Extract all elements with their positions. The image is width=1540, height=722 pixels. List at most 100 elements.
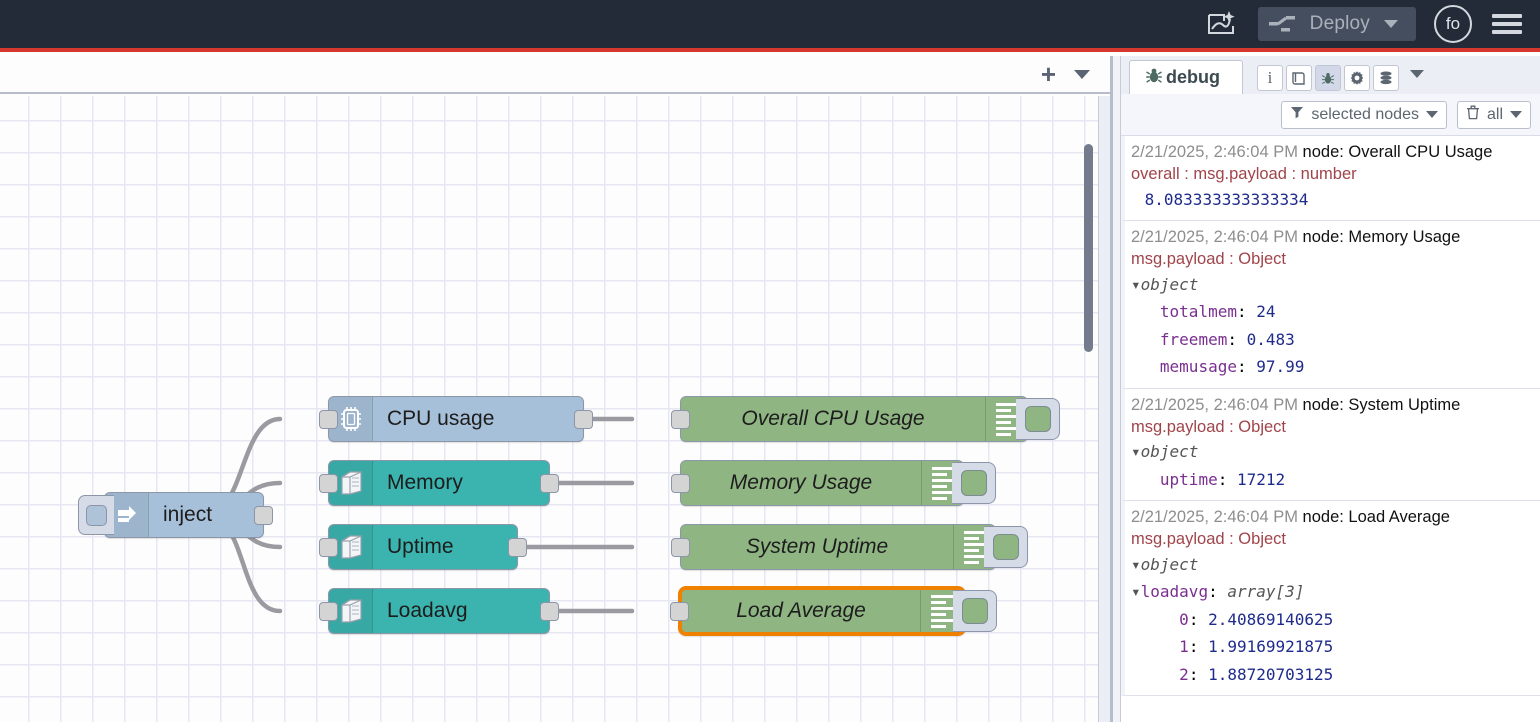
debug-payload: ▾object ▾loadavg: array[3] 0: 2.408691406… bbox=[1131, 551, 1537, 689]
debug-source-node[interactable]: node: Overall CPU Usage bbox=[1302, 143, 1493, 161]
debug-sidebar: debug i bbox=[1110, 56, 1540, 722]
debug-message-header: 2/21/2025, 2:46:04 PM node: Memory Usage bbox=[1131, 226, 1537, 248]
canvas-vertical-scrollbar[interactable] bbox=[1084, 144, 1093, 352]
debug-payload: ▾object totalmem: 24 freemem: 0.483 memu… bbox=[1131, 271, 1537, 381]
input-port[interactable] bbox=[319, 473, 338, 493]
debug-payload-line[interactable]: ▾object bbox=[1131, 554, 1199, 574]
debug-payload: ▾object uptime: 17212 bbox=[1131, 438, 1537, 493]
expand-caret-icon[interactable]: ▾ bbox=[1131, 442, 1141, 462]
sidebar-more-chevron-down-icon[interactable] bbox=[1410, 70, 1424, 78]
node-uptime[interactable]: Uptime bbox=[319, 524, 527, 570]
debug-message-header: 2/21/2025, 2:46:04 PM node: Load Average bbox=[1131, 506, 1537, 528]
debug-lines-icon bbox=[953, 525, 995, 569]
output-port[interactable] bbox=[508, 537, 527, 557]
hamburger-menu-icon[interactable] bbox=[1492, 10, 1522, 38]
debug-source-node[interactable]: node: Memory Usage bbox=[1302, 228, 1461, 247]
magic-flow-icon[interactable] bbox=[1200, 4, 1242, 44]
sidebar-resize-handle[interactable] bbox=[1113, 56, 1121, 722]
clear-all-button[interactable]: all bbox=[1456, 100, 1531, 129]
debug-source-node[interactable]: node: System Uptime bbox=[1302, 395, 1461, 414]
node-debug-overall-cpu-usage[interactable]: Overall CPU Usage bbox=[671, 396, 1060, 442]
filter-chevron-down-icon[interactable] bbox=[1425, 111, 1438, 118]
deploy-button[interactable]: Deploy bbox=[1257, 7, 1416, 41]
debug-payload-line[interactable]: ▾object bbox=[1131, 274, 1199, 294]
info-icon[interactable]: i bbox=[1257, 65, 1283, 91]
debug-enable-toggle[interactable] bbox=[1016, 398, 1060, 440]
user-avatar[interactable]: fo bbox=[1434, 5, 1472, 43]
debug-lines-icon bbox=[985, 397, 1027, 441]
debug-enable-toggle[interactable] bbox=[952, 462, 996, 504]
debug-lines-icon bbox=[921, 461, 963, 505]
expand-caret-icon[interactable]: ▾ bbox=[1131, 554, 1141, 574]
debug-payload-line: totalmem: 24 bbox=[1159, 302, 1276, 322]
server-box-icon bbox=[329, 525, 373, 569]
debug-payload-line[interactable]: ▾object bbox=[1131, 442, 1199, 462]
debug-message[interactable]: 2/21/2025, 2:46:04 PM node: Memory Usage… bbox=[1121, 221, 1540, 389]
input-port[interactable] bbox=[671, 409, 690, 429]
inject-trigger-button[interactable] bbox=[78, 495, 114, 535]
expand-caret-icon[interactable]: ▾ bbox=[1131, 582, 1141, 602]
debug-property-path: msg.payload : Object bbox=[1131, 530, 1286, 549]
debug-toolbar: selected nodes all bbox=[1121, 94, 1540, 136]
tab-debug[interactable]: debug bbox=[1129, 60, 1243, 94]
input-port[interactable] bbox=[671, 537, 690, 557]
node-label: Memory Usage bbox=[729, 471, 873, 494]
debug-message[interactable]: 2/21/2025, 2:46:04 PM node: Overall CPU … bbox=[1121, 136, 1540, 222]
library-icon[interactable] bbox=[1286, 65, 1312, 91]
tab-debug-label: debug bbox=[1166, 67, 1220, 87]
node-debug-system-uptime[interactable]: System Uptime bbox=[671, 524, 1028, 570]
node-memory[interactable]: Memory bbox=[319, 460, 559, 506]
output-port[interactable] bbox=[574, 409, 593, 429]
debug-message[interactable]: 2/21/2025, 2:46:04 PM node: Load Average… bbox=[1121, 501, 1540, 697]
node-cpu-usage[interactable]: CPU usage bbox=[319, 396, 593, 442]
app-header: Deploy fo bbox=[0, 0, 1540, 52]
debug-enable-toggle[interactable] bbox=[953, 590, 997, 632]
debug-source-node[interactable]: node: Load Average bbox=[1302, 508, 1450, 527]
trash-icon bbox=[1466, 105, 1480, 125]
debug-payload-line[interactable]: ▾loadavg: array[3] bbox=[1131, 582, 1305, 602]
debug-property-path: msg.payload : Object bbox=[1131, 417, 1286, 436]
node-debug-load-average[interactable]: Load Average bbox=[670, 586, 997, 636]
output-port[interactable] bbox=[540, 473, 559, 493]
node-loadavg[interactable]: Loadavg bbox=[319, 588, 559, 634]
node-label: inject bbox=[163, 503, 213, 526]
deploy-icon bbox=[1268, 16, 1295, 32]
sidebar-tabbar: debug i bbox=[1121, 56, 1540, 94]
input-port[interactable] bbox=[319, 601, 338, 621]
node-label: CPU usage bbox=[387, 407, 495, 430]
debug-enable-toggle[interactable] bbox=[984, 526, 1028, 568]
input-port[interactable] bbox=[670, 601, 689, 621]
debug-timestamp: 2/21/2025, 2:46:04 PM bbox=[1131, 395, 1303, 414]
add-flow-button[interactable]: + bbox=[1040, 59, 1056, 89]
canvas-right-edge bbox=[1098, 96, 1110, 722]
debug-icon[interactable] bbox=[1315, 65, 1341, 91]
deploy-dropdown-caret[interactable] bbox=[1384, 20, 1398, 28]
filter-selected-nodes-button[interactable]: selected nodes bbox=[1281, 100, 1447, 129]
input-port[interactable] bbox=[671, 473, 690, 493]
node-label: Memory bbox=[387, 471, 463, 494]
flow-canvas[interactable]: inject CPU usage bbox=[0, 96, 1110, 722]
output-port[interactable] bbox=[540, 601, 559, 621]
config-gear-icon[interactable] bbox=[1344, 65, 1370, 91]
context-data-icon[interactable] bbox=[1373, 65, 1399, 91]
node-label: Overall CPU Usage bbox=[741, 407, 925, 430]
debug-payload-line: 2: 1.88720703125 bbox=[1179, 664, 1334, 684]
debug-payload-line: 0: 2.40869140625 bbox=[1179, 609, 1334, 629]
expand-caret-icon[interactable]: ▾ bbox=[1131, 274, 1141, 294]
node-debug-memory-usage[interactable]: Memory Usage bbox=[671, 460, 996, 506]
input-port[interactable] bbox=[319, 409, 338, 429]
debug-timestamp: 2/21/2025, 2:46:04 PM bbox=[1131, 508, 1303, 527]
input-port[interactable] bbox=[319, 537, 338, 557]
debug-message-list[interactable]: 2/21/2025, 2:46:04 PM node: Overall CPU … bbox=[1121, 136, 1540, 722]
clear-chevron-down-icon[interactable] bbox=[1510, 111, 1522, 118]
output-port[interactable] bbox=[254, 505, 273, 525]
flow-list-chevron-down-icon[interactable] bbox=[1074, 69, 1090, 79]
node-inject[interactable]: inject bbox=[78, 492, 273, 538]
debug-message[interactable]: 2/21/2025, 2:46:04 PM node: System Uptim… bbox=[1121, 388, 1540, 502]
debug-payload-line: uptime: 17212 bbox=[1159, 469, 1286, 489]
deploy-label: Deploy bbox=[1309, 13, 1370, 34]
debug-timestamp: 2/21/2025, 2:46:04 PM bbox=[1131, 143, 1303, 161]
debug-message-header: 2/21/2025, 2:46:04 PM node: Overall CPU … bbox=[1131, 141, 1537, 163]
debug-payload-line: freemem: 0.483 bbox=[1159, 329, 1295, 349]
debug-lines-icon bbox=[920, 590, 962, 632]
